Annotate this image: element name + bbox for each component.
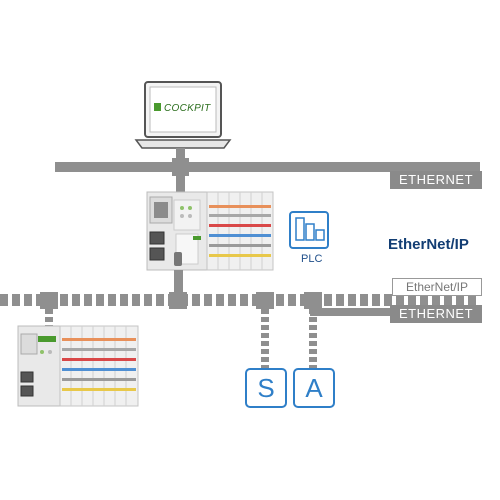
- sensor-s-box: S: [245, 368, 287, 408]
- bus-tap-left: [40, 292, 58, 309]
- actuator-a-box: A: [293, 368, 335, 408]
- laptop-link: [176, 148, 185, 162]
- ethernet-ip-brand: EtherNet/IP: [388, 236, 469, 253]
- laptop-icon: [134, 81, 232, 149]
- ethernet-top-label: ETHERNET: [390, 171, 482, 189]
- plc-uplink: [176, 172, 185, 194]
- bus-tap-plc: [169, 292, 187, 309]
- plc-label: PLC: [301, 253, 323, 265]
- bus-tap-a: [304, 292, 322, 309]
- plc-io-modules-main: [206, 191, 274, 271]
- plc-controller-main: [146, 191, 208, 271]
- plc-io-modules-secondary: [59, 325, 139, 407]
- ethernet-bottom-label: ETHERNET: [390, 305, 482, 323]
- plc-downlink: [174, 270, 183, 294]
- ethernet-bus-top: [55, 162, 480, 172]
- ethernet-ip-label: EtherNet/IP: [392, 278, 482, 296]
- laptop-screen-text: COCKPIT: [164, 103, 211, 114]
- plc-module-icon: [289, 211, 329, 249]
- bus-tap-s: [256, 292, 274, 309]
- plc-controller-secondary: [17, 325, 61, 407]
- laptop-bus-tap: [172, 158, 189, 176]
